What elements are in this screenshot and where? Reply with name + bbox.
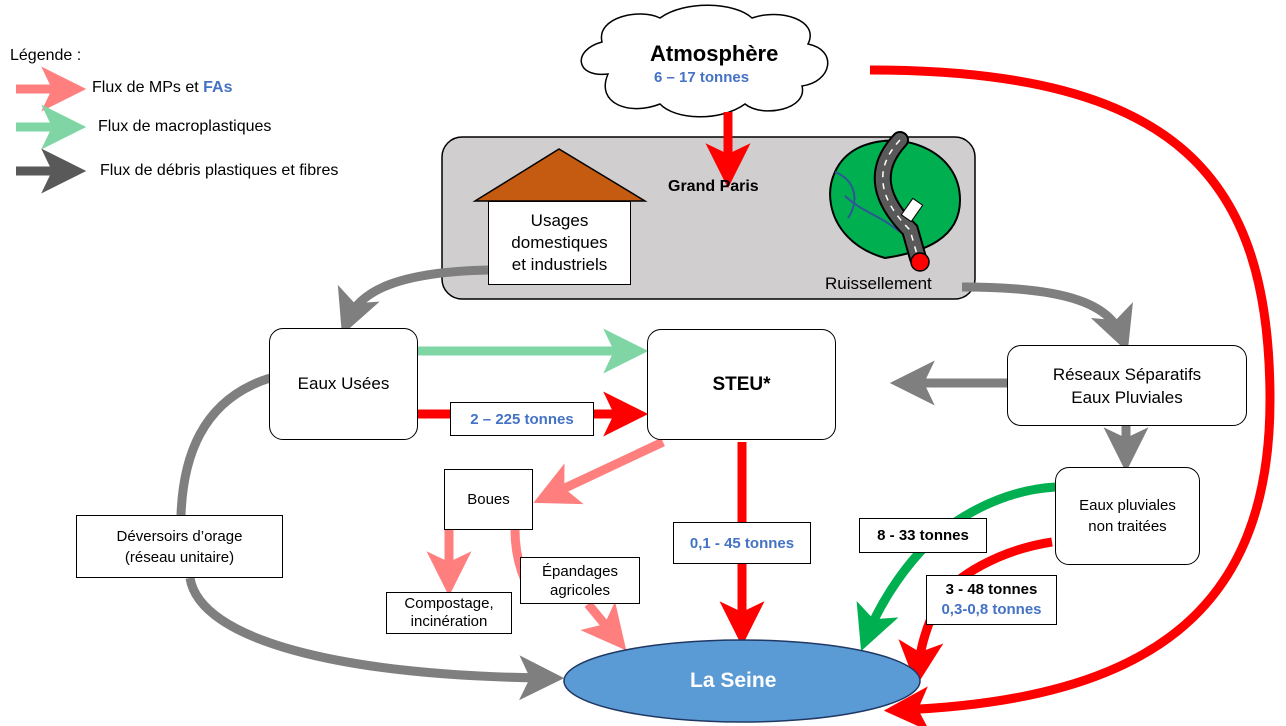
- legend-item-mps: Flux de MPs et FAs: [92, 79, 233, 97]
- atmosphere-value: 6 – 17 tonnes: [654, 69, 750, 86]
- flow-label-mp-pluviales: 3 - 48 tonnes 0,3-0,8 tonnes: [926, 575, 1057, 625]
- compostage-line2: incinération: [410, 613, 488, 630]
- epandages-box: Épandages agricoles: [520, 557, 640, 604]
- arrow-deversoirs-seine: [185, 577, 565, 701]
- ruissellement-label: Ruissellement: [825, 274, 932, 293]
- steu-box: STEU*: [647, 329, 836, 440]
- arrow-grand-paris-eaux-usees: [337, 265, 489, 336]
- eaux-pluviales-line1: Eaux pluviales: [1079, 497, 1176, 514]
- deversoirs-line2: (réseau unitaire): [124, 548, 235, 566]
- flow-value-macro-pluviales: 8 - 33 tonnes: [877, 527, 969, 544]
- la-seine-ellipse: [563, 639, 921, 723]
- usages-line3: et industriels: [511, 255, 608, 274]
- compostage-line1: Compostage,: [404, 595, 494, 612]
- usages-line2: domestiques: [511, 233, 608, 252]
- epandages-line2: agricoles: [549, 581, 611, 599]
- legend-item-macro: Flux de macroplastiques: [98, 118, 272, 135]
- compostage-box: Compostage, incinération: [386, 592, 512, 634]
- flow-value-fa-pluviales: 0,3-0,8 tonnes: [941, 601, 1042, 618]
- arrow-atmosphere-seine: [869, 65, 1275, 726]
- runoff-map-icon: [829, 131, 962, 272]
- boues-box: Boues: [444, 469, 533, 530]
- arrow-eaux-usees-deversoirs: [176, 373, 272, 516]
- flow-value-mp-pluviales: 3 - 48 tonnes: [945, 581, 1038, 598]
- flow-label-steu-seine: 0,1 - 45 tonnes: [673, 522, 811, 564]
- arrow-grand-paris-reseaux: [961, 282, 1133, 353]
- deversoirs-line1: Déversoirs d’orage: [116, 527, 243, 545]
- legend-item-fas-text: FAs: [203, 79, 233, 96]
- eaux-pluviales-line2: non traitées: [1088, 518, 1167, 535]
- legend-title: Légende :: [10, 47, 82, 64]
- arrow-steu-boues: [533, 437, 665, 505]
- legend-item-debris: Flux de débris plastiques et fibres: [100, 162, 339, 179]
- arrow-epandages-seine: [580, 601, 627, 651]
- flow-label-eaux-usees-steu: 2 – 225 tonnes: [450, 402, 594, 436]
- eaux-usees-label: Eaux Usées: [297, 374, 390, 393]
- atmosphere-title: Atmosphère: [650, 41, 779, 66]
- reseaux-line2: Eaux Pluviales: [1071, 387, 1183, 407]
- flow-value-eaux-usees-steu: 2 – 225 tonnes: [470, 410, 574, 428]
- deversoirs-box: Déversoirs d’orage (réseau unitaire): [76, 515, 283, 578]
- legend-item-mps-text: Flux de MPs et: [92, 79, 204, 96]
- eaux-usees-box: Eaux Usées: [269, 328, 418, 440]
- eaux-pluviales-box: Eaux pluviales non traitées: [1055, 467, 1200, 565]
- la-seine-label: La Seine: [690, 669, 777, 692]
- atmosphere-cloud: [580, 4, 829, 118]
- reseaux-box: Réseaux Séparatifs Eaux Pluviales: [1007, 345, 1247, 426]
- epandages-line1: Épandages: [542, 562, 618, 580]
- steu-label: STEU*: [712, 373, 771, 395]
- usages-line1: Usages: [530, 211, 589, 230]
- boues-label: Boues: [467, 491, 510, 508]
- usages-box: Usages domestiques et industriels: [488, 201, 631, 285]
- flow-value-steu-seine: 0,1 - 45 tonnes: [689, 534, 795, 552]
- flow-label-macro-pluviales: 8 - 33 tonnes: [859, 518, 987, 553]
- grand-paris-title: Grand Paris: [668, 178, 759, 195]
- reseaux-line1: Réseaux Séparatifs: [1052, 364, 1202, 384]
